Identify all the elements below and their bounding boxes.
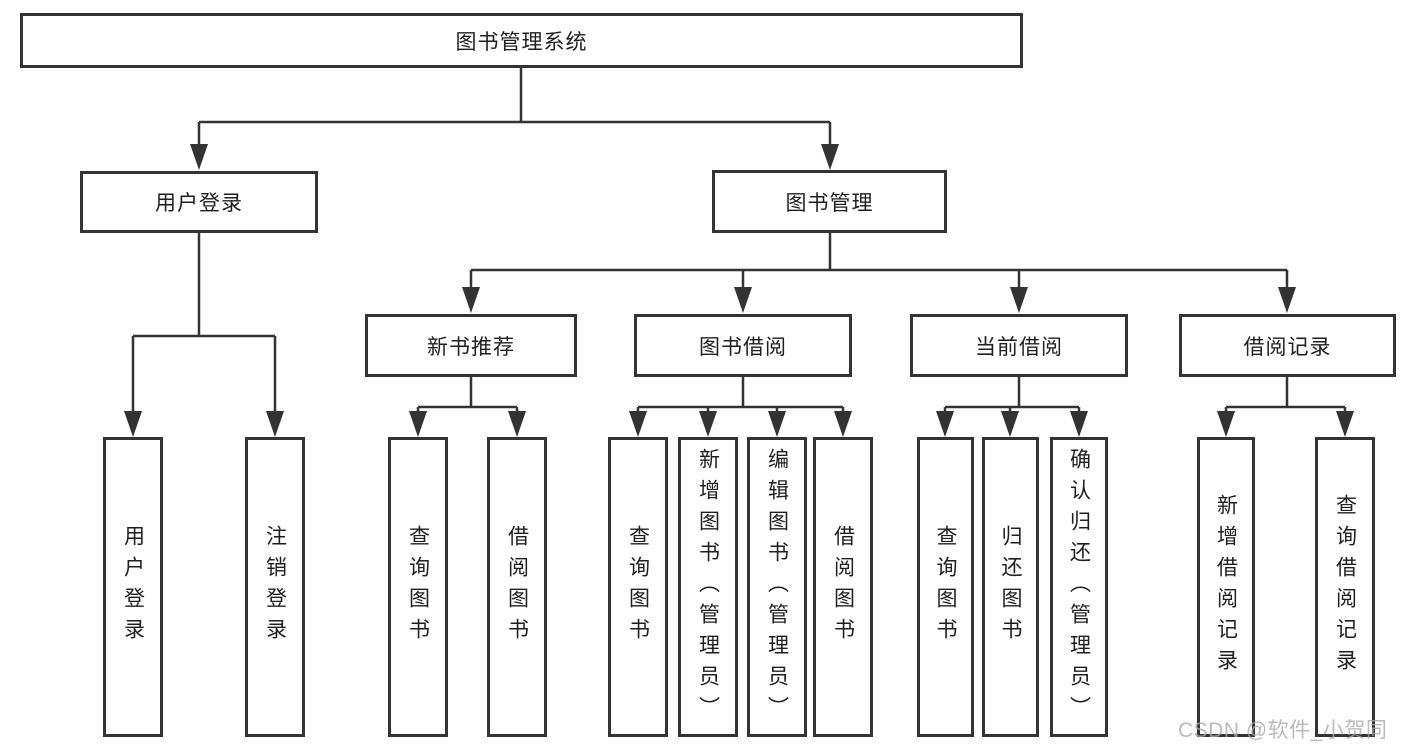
leaf-edit-books-admin: 编辑图书（管理员） [747, 437, 807, 737]
node-label: 编辑图书（管理员） [765, 447, 789, 727]
node-label: 图书借阅 [699, 335, 787, 359]
node-label: 用户登录 [155, 192, 243, 215]
node-label: 新书推荐 [427, 335, 515, 359]
leaf-confirm-return-admin: 确认归还（管理员） [1050, 437, 1108, 737]
leaf-logout: 注销登录 [245, 437, 305, 737]
node-user-login: 用户登录 [80, 171, 318, 233]
node-label: 查询借阅记录 [1333, 494, 1357, 680]
node-label: 当前借阅 [975, 335, 1063, 359]
leaf-return-books: 归还图书 [982, 437, 1039, 737]
node-root-system: 图书管理系统 [20, 13, 1023, 68]
node-new-book-recommend: 新书推荐 [365, 314, 577, 377]
node-label: 新增借阅记录 [1214, 494, 1238, 680]
node-current-borrow: 当前借阅 [910, 314, 1128, 377]
node-label: 查询图书 [406, 525, 430, 649]
node-label: 图书管理 [785, 191, 874, 215]
node-label: 借阅记录 [1243, 335, 1332, 359]
node-label: 注销登录 [263, 525, 287, 649]
node-label: 确认归还（管理员） [1067, 447, 1091, 727]
node-label: 查询图书 [626, 525, 650, 649]
node-label: 新增图书（管理员） [696, 447, 720, 727]
node-borrow-records: 借阅记录 [1179, 314, 1396, 377]
node-label: 归还图书 [999, 525, 1022, 649]
leaf-query-books-3: 查询图书 [917, 437, 974, 737]
node-label: 查询图书 [934, 525, 957, 649]
leaf-borrow-books-2: 借阅图书 [813, 437, 873, 737]
node-label: 借阅图书 [505, 525, 529, 649]
arrow-down-icons [124, 144, 1354, 437]
node-label: 用户登录 [121, 525, 145, 649]
node-label: 图书管理系统 [455, 30, 588, 54]
csdn-watermark: CSDN @软件_小贺同学 [1178, 719, 1388, 742]
node-book-borrow: 图书借阅 [634, 314, 852, 377]
leaf-borrow-books-1: 借阅图书 [487, 437, 547, 737]
leaf-add-books-admin: 新增图书（管理员） [678, 437, 738, 737]
node-book-management: 图书管理 [712, 170, 947, 233]
connector-edges [131, 68, 1347, 413]
leaf-add-borrow-record: 新增借阅记录 [1197, 437, 1255, 737]
leaf-query-borrow-record: 查询借阅记录 [1315, 437, 1375, 737]
leaf-query-books-2: 查询图书 [608, 437, 668, 737]
node-label: 借阅图书 [831, 525, 855, 649]
leaf-query-books-1: 查询图书 [388, 437, 448, 737]
leaf-user-login: 用户登录 [103, 437, 163, 737]
